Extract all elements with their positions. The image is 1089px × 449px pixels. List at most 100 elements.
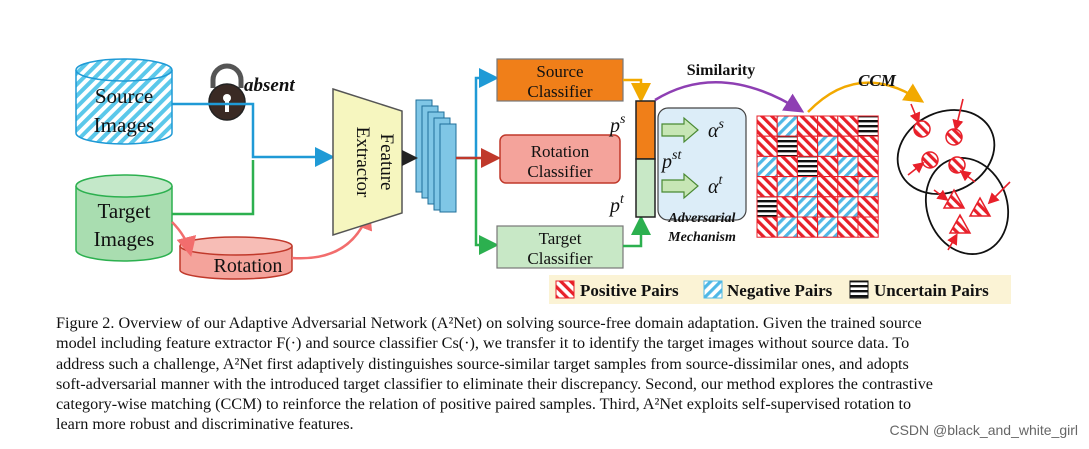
source-classifier-label-2: Classifier [527, 82, 592, 101]
features-to-source-classifier-arrow [456, 68, 499, 160]
similarity-arrow [654, 80, 805, 113]
rotation-label: Rotation [214, 255, 283, 277]
legend-negative: Negative Pairs [703, 280, 833, 300]
source-output-arrow [623, 78, 651, 103]
positive-pair-cell [857, 196, 879, 218]
positive-pair-cell [857, 135, 879, 157]
ccm-label: CCM [858, 71, 897, 90]
probability-bar [635, 100, 656, 218]
positive-pair-cell [837, 115, 859, 137]
negative-pair-cell [817, 216, 839, 238]
target-images-label-1: Target [98, 199, 151, 223]
positive-pair-cell [756, 176, 778, 198]
adversarial-mechanism-panel: αs pst αt [657, 107, 747, 221]
svg-text:Uncertain Pairs: Uncertain Pairs [874, 281, 989, 300]
negative-pair-cell [837, 196, 859, 218]
cluster-diagram [896, 98, 1011, 255]
caption-line-5: category-wise matching (CCM) to reinforc… [56, 395, 912, 414]
source-classifier-label-1: Source [536, 62, 583, 81]
positive-pair-cell [837, 176, 859, 198]
target-to-extractor-arrow [172, 160, 255, 216]
target-to-rotation-arrow [171, 221, 197, 257]
positive-pair-cell [857, 155, 879, 178]
target-images-label-2: Images [94, 227, 155, 251]
positive-pair-cell [796, 115, 819, 137]
feature-extractor-label-2: Extractor [352, 127, 373, 198]
negative-pair-cell [857, 176, 879, 198]
source-images-cylinder: Source Images [75, 58, 173, 145]
lock-icon [208, 63, 246, 121]
positive-pair-cell [837, 135, 859, 157]
absent-label: absent [244, 75, 295, 96]
positive-pair-cell [756, 115, 778, 137]
positive-pair-cell [817, 176, 839, 198]
caption-line-1: Figure 2. Overview of our Adaptive Adver… [56, 314, 922, 332]
positive-triangle-marker [968, 196, 992, 217]
feature-extractor: Feature Extractor [332, 87, 403, 237]
feature-maps [415, 99, 457, 213]
positive-circle-marker [913, 120, 931, 138]
positive-pair-cell [796, 135, 819, 157]
pst-label: pst [660, 148, 682, 173]
caption-line-6: learn more robust and discriminative fea… [56, 415, 354, 434]
negative-pair-cell [837, 155, 859, 178]
target-classifier-label-1: Target [539, 229, 582, 248]
source-images-label-2: Images [94, 113, 155, 137]
legend-uncertain: Uncertain Pairs [849, 280, 989, 300]
alpha-s-label: αs [708, 117, 725, 142]
positive-pair-cell [756, 216, 778, 238]
similarity-label: Similarity [687, 62, 755, 79]
pair-matrix [756, 115, 879, 238]
positive-pair-cell [817, 196, 839, 218]
uncertain-pair-cell [857, 115, 879, 137]
rotation-classifier-label-2: Classifier [527, 162, 592, 181]
positive-circle-marker [945, 128, 963, 146]
positive-triangle-marker [942, 188, 966, 209]
positive-pair-cell [857, 216, 879, 238]
adversarial-mechanism-label-2: Mechanism [667, 230, 736, 245]
positive-circle-marker [948, 156, 966, 174]
positive-pair-cell [837, 216, 859, 238]
svg-text:Negative Pairs: Negative Pairs [727, 281, 833, 300]
source-images-label-1: Source [95, 84, 153, 108]
svg-text:Positive Pairs: Positive Pairs [580, 281, 679, 300]
target-classifier: Target Classifier [496, 225, 624, 269]
source-classifier: Source Classifier [496, 58, 624, 102]
source-to-extractor-arrow [172, 102, 335, 167]
alpha-t-label: αt [708, 173, 724, 198]
target-images-cylinder: Target Images [75, 174, 173, 262]
target-classifier-label-2: Classifier [527, 249, 592, 268]
negative-pair-cell [776, 216, 798, 238]
pt-label: pt [608, 192, 625, 217]
ps-label: ps [608, 112, 626, 137]
caption-line-3: address such a challenge, A²Net first ad… [56, 354, 909, 373]
negative-pair-cell [796, 196, 819, 218]
uncertain-pair-cell [776, 135, 798, 157]
rotation-classifier: Rotation Classifier [499, 134, 621, 184]
positive-pair-cell [776, 155, 798, 178]
negative-pair-cell [776, 176, 798, 198]
legend-positive: Positive Pairs [555, 280, 679, 300]
negative-pair-cell [756, 155, 778, 178]
positive-circle-marker [921, 151, 939, 169]
uncertain-pair-cell [756, 196, 778, 218]
positive-pair-cell [756, 135, 778, 157]
architecture-figure: Source Images absent Target Images Rotat… [75, 58, 1011, 304]
watermark: CSDN @black_and_white_girl [889, 422, 1078, 438]
ccm-arrow [807, 81, 925, 113]
adversarial-mechanism-label-1: Adversarial [668, 211, 736, 226]
positive-pair-cell [776, 196, 798, 218]
positive-pair-cell [817, 115, 839, 137]
rotation-classifier-label-1: Rotation [531, 142, 590, 161]
positive-triangle-marker [948, 213, 972, 234]
uncertain-pair-cell [796, 155, 819, 178]
features-to-target-classifier-arrow [474, 158, 499, 255]
negative-pair-cell [776, 115, 798, 137]
rotation-cylinder: Rotation [179, 236, 293, 280]
caption-line-2: model including feature extractor F(·) a… [56, 334, 910, 353]
positive-pair-cell [796, 216, 819, 238]
feature-extractor-label-1: Feature [376, 134, 397, 191]
caption-line-4: soft-adversarial manner with the introdu… [56, 374, 933, 393]
negative-pair-cell [796, 176, 819, 198]
positive-pair-cell [817, 155, 839, 178]
